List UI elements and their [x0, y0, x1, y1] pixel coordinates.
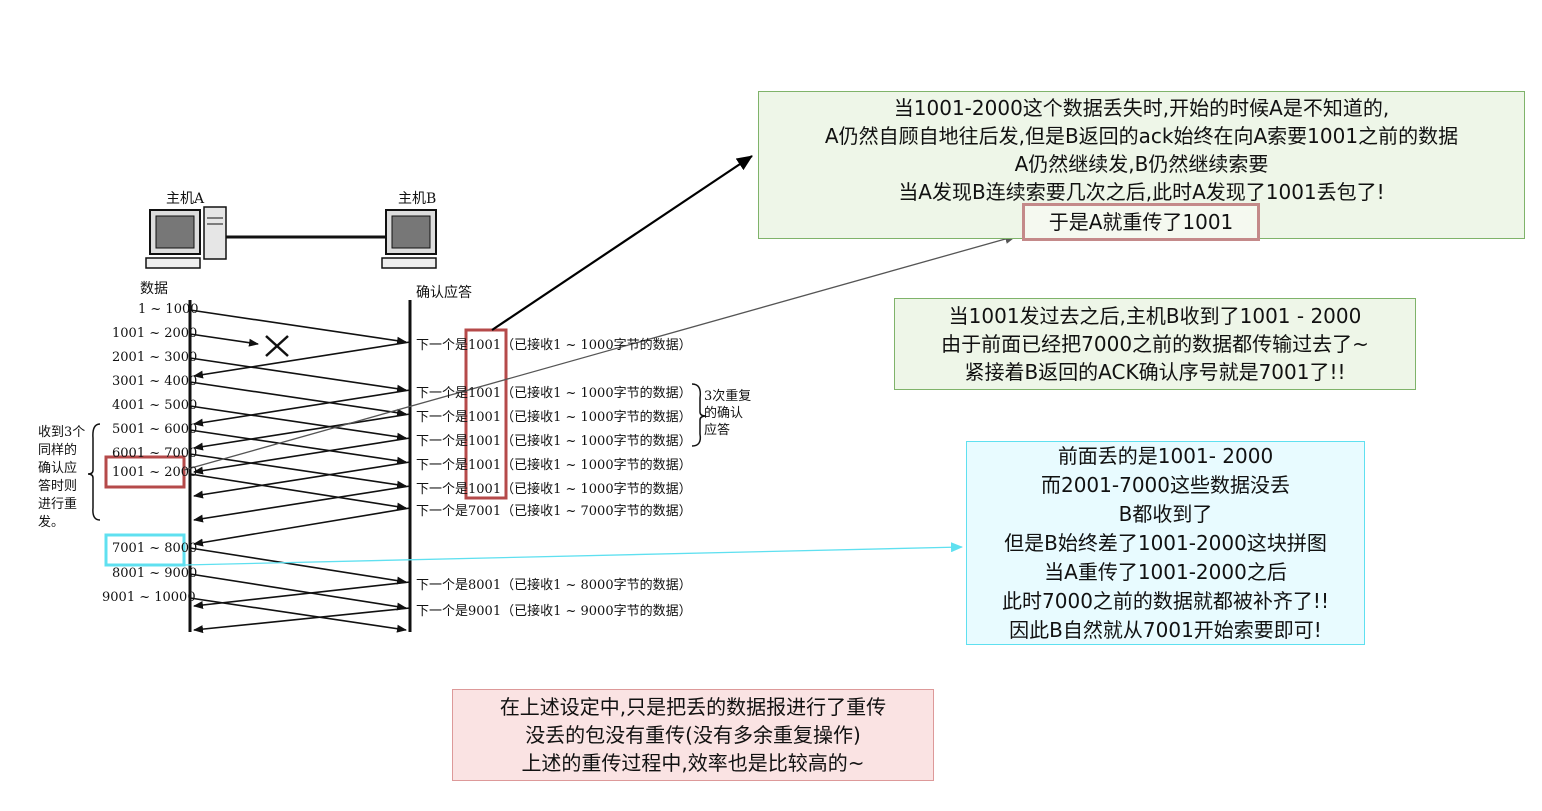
segment-arrow: [189, 597, 407, 633]
segment-label-retransmit: 1001 ~ 2000: [112, 465, 198, 480]
segment-arrow: [189, 357, 407, 393]
ack-label: 下一个是1001（已接收1 ~ 1000字节的数据）: [416, 482, 692, 497]
ack-label: 下一个是1001（已接收1 ~ 1000字节的数据）: [416, 338, 692, 353]
segment-arrow: [189, 453, 407, 489]
segment-label: 9001 ~ 10000: [102, 590, 196, 605]
segment-arrow: [189, 405, 407, 441]
lost-packet-explanation-note: 当1001-2000这个数据丢失时,开始的时候A是不知道的, A仍然自顾自地往后…: [758, 91, 1525, 239]
segment-arrow: [189, 547, 407, 585]
ack-label: 下一个是1001（已接收1 ~ 1000字节的数据）: [416, 434, 692, 449]
segment-label: 6001 ~ 7000: [112, 446, 198, 461]
ack-label: 下一个是1001（已接收1 ~ 1000字节的数据）: [416, 386, 692, 401]
segment-label: 1001 ~ 2000: [112, 326, 198, 341]
segment-arrow: [189, 573, 407, 611]
ack-label: 下一个是1001（已接收1 ~ 1000字节的数据）: [416, 410, 692, 425]
ack-label: 下一个是7001（已接收1 ~ 7000字节的数据）: [416, 504, 692, 519]
segment-7001-highlight-box: [104, 533, 186, 567]
ack-label: 下一个是8001（已接收1 ~ 8000字节的数据）: [416, 578, 692, 593]
puzzle-piece-explanation-note: 前面丢的是1001- 2000 而2001-7000这些数据没丢 B都收到了 但…: [966, 441, 1365, 645]
segment-label: 3001 ~ 4000: [112, 374, 198, 389]
triple-ack-note: 3次重复 的确认 应答: [704, 389, 752, 438]
retransmit-highlight-note: 于是A就重传了1001: [1022, 203, 1260, 241]
triple-ack-brace: [691, 383, 707, 447]
host-b-label: 主机B: [398, 191, 437, 207]
lost-x-icon: [265, 335, 289, 357]
segment-label: 2001 ~ 3000: [112, 350, 198, 365]
segment-label: 4001 ~ 5000: [112, 398, 198, 413]
efficiency-summary-note: 在上述设定中,只是把丢的数据报进行了重传 没丢的包没有重传(没有多余重复操作) …: [452, 689, 934, 781]
segment-label: 8001 ~ 9000: [112, 566, 198, 581]
ack-arrow: [193, 607, 411, 634]
segment-label: 7001 ~ 8000: [112, 541, 198, 556]
connector-to-highlight: [183, 234, 1017, 471]
ack-label: 下一个是9001（已接收1 ~ 9000字节的数据）: [416, 604, 692, 619]
retransmit-note: 收到3个 同样的 确认应 答时则 进行重 发。: [38, 425, 86, 530]
data-column-header: 数据: [140, 281, 168, 297]
retransmit-highlight-box: [104, 455, 186, 489]
host-a-computer-icon: [145, 206, 227, 269]
ack-label: 下一个是1001（已接收1 ~ 1000字节的数据）: [416, 458, 692, 473]
ack-7001-explanation-note: 当1001发过去之后,主机B收到了1001 - 2000 由于前面已经把7000…: [894, 298, 1416, 390]
connector-to-cyan-note: [183, 542, 963, 566]
ack-arrow: [193, 341, 411, 379]
segment-arrow: [189, 429, 407, 465]
ack-1001-highlight-box: [464, 328, 508, 500]
ack-arrow: [193, 581, 411, 609]
segment-arrow: [189, 381, 407, 417]
ack-arrow: [193, 413, 411, 451]
ack-arrow: [193, 507, 411, 547]
host-b-computer-icon: [381, 209, 437, 269]
connector-to-top-note: [491, 155, 753, 331]
segment-arrow: [189, 473, 407, 511]
ack-arrow: [193, 461, 411, 499]
segment-arrow: [189, 309, 407, 345]
ack-arrow: [193, 437, 411, 475]
lost-segment-arrow: [189, 333, 259, 347]
ack-arrow: [193, 389, 411, 427]
segment-label: 1 ~ 1000: [138, 302, 199, 317]
segment-label: 5001 ~ 6000: [112, 422, 198, 437]
ack-column-header: 确认应答: [416, 285, 472, 301]
host-a-label: 主机A: [166, 191, 205, 207]
ack-arrow: [193, 485, 411, 523]
retransmit-brace: [87, 423, 101, 521]
